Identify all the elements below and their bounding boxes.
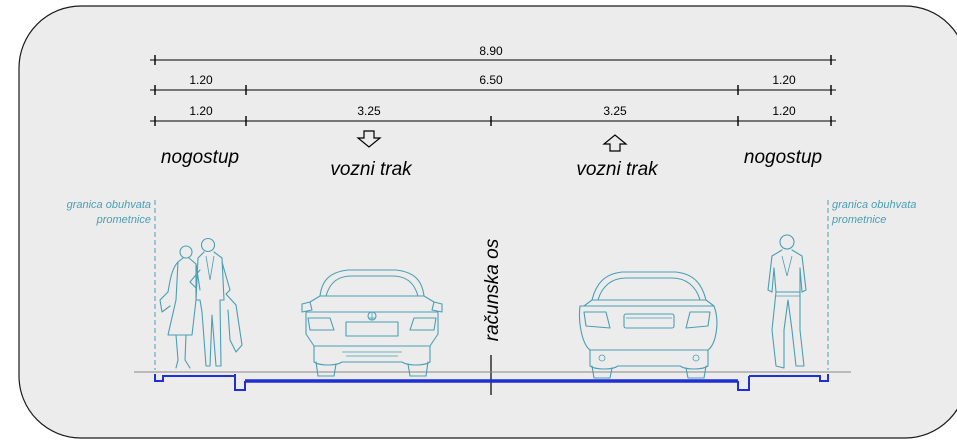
dim-row3-lane2: 3.25 xyxy=(603,104,627,118)
boundary-note-left: granica obuhvata prometnice xyxy=(67,199,156,370)
arrow-up-icon xyxy=(602,134,628,152)
arrow-down-icon xyxy=(356,130,382,148)
dim-row2-middle: 6.50 xyxy=(479,73,503,87)
dimension-row-3: 1.20 3.25 3.25 1.20 xyxy=(150,104,836,126)
label-lane-left: vozni trak xyxy=(330,159,413,180)
boundary-left-line2: prometnice xyxy=(96,214,151,226)
car-rear-view-icon xyxy=(578,271,718,379)
dimension-row-total: 8.90 xyxy=(150,44,836,65)
boundary-right-line1: granica obuhvata xyxy=(832,199,916,211)
label-sidewalk-left: nogostup xyxy=(161,147,239,168)
dim-row3-lane1: 3.25 xyxy=(357,104,381,118)
label-axis: računska os xyxy=(482,238,503,341)
drawing-frame xyxy=(18,5,957,439)
boundary-right-line2: prometnice xyxy=(831,214,886,226)
car-rear-view-icon xyxy=(301,269,443,377)
center-axis: računska os xyxy=(482,238,503,395)
pedestrians-couple-icon xyxy=(159,237,243,369)
label-sidewalk-right: nogostup xyxy=(744,147,822,168)
pedestrian-man-icon xyxy=(767,234,807,369)
boundary-note-right: granica obuhvata prometnice xyxy=(827,199,916,370)
boundary-left-line1: granica obuhvata xyxy=(67,199,151,211)
dim-row3-right: 1.20 xyxy=(772,104,796,118)
dim-row2-left: 1.20 xyxy=(189,73,213,87)
dim-row2-right: 1.20 xyxy=(772,73,796,87)
label-lane-right: vozni trak xyxy=(576,159,659,180)
dim-row3-left: 1.20 xyxy=(189,104,213,118)
dim-total: 8.90 xyxy=(479,44,503,58)
dimension-row-2: 1.20 6.50 1.20 xyxy=(150,73,836,95)
road-profile xyxy=(154,374,829,391)
